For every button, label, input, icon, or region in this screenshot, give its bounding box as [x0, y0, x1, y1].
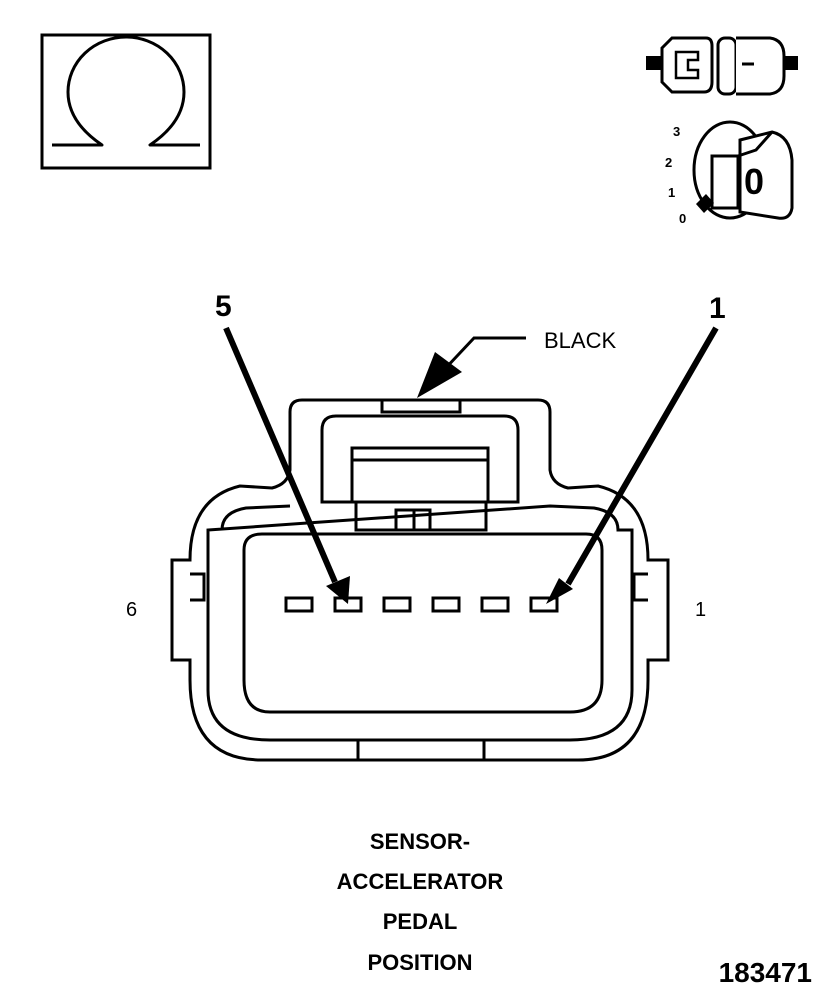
ignition-position-1: 1: [668, 185, 675, 200]
connector-end-label-right: 1: [695, 599, 706, 621]
connector-body: [170, 398, 670, 762]
connector-disconnected-icon: [646, 36, 798, 96]
cavity-4: [382, 596, 412, 613]
cavity-row: [284, 596, 559, 613]
connector-end-label-left: 6: [126, 599, 137, 621]
connector-color-label: BLACK: [544, 328, 616, 353]
ignition-position-0: 0: [679, 211, 686, 226]
ohmmeter-icon: [40, 33, 212, 170]
ignition-key-icon: 3 2 1 0 0: [665, 120, 794, 226]
cavity-2: [480, 596, 510, 613]
callout-pin-5-label: 5: [215, 290, 232, 323]
callout-pin-1-label: 1: [709, 292, 726, 325]
arrowhead-color: [417, 352, 462, 398]
ignition-key-mark: 0: [744, 161, 764, 202]
title-line-1: SENSOR-: [370, 829, 470, 854]
arrowhead-pin-1: [546, 578, 573, 604]
cavity-6: [284, 596, 314, 613]
ignition-position-2: 2: [665, 155, 672, 170]
arrowhead-pin-5: [326, 576, 350, 604]
title-line-2: ACCELERATOR: [337, 869, 504, 894]
callout-arrows: [223, 326, 719, 604]
title-line-3: PEDAL: [383, 909, 458, 934]
figure-id: 183471: [719, 957, 812, 988]
title-line-4: POSITION: [367, 950, 472, 975]
cavity-3: [431, 596, 461, 613]
component-title: SENSOR- ACCELERATOR PEDAL POSITION: [337, 829, 504, 975]
ignition-position-3: 3: [673, 124, 680, 139]
